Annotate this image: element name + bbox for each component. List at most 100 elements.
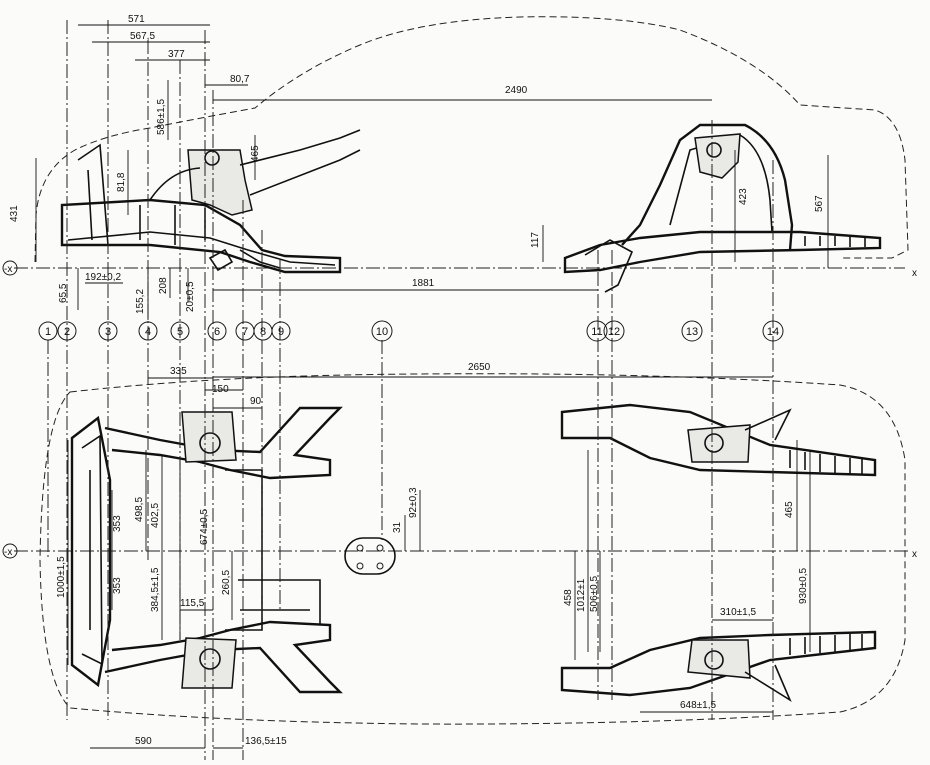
rear-tower-bolt-side xyxy=(706,142,722,158)
ref-point-3: 3 xyxy=(105,326,111,338)
ref-point-6: 6 xyxy=(214,326,220,338)
ref-point-10: 10 xyxy=(376,326,388,338)
front-bumper-inner-plan xyxy=(81,434,103,666)
dim-506: 506±0,5 xyxy=(589,575,600,612)
rear-rail-lower-ribs xyxy=(789,634,863,655)
ref-point-8: 8 xyxy=(260,326,266,338)
front-rail-inner-side xyxy=(67,231,336,266)
rear-bracket-upper xyxy=(744,408,792,441)
front-strut-tower-upper-plan xyxy=(181,411,237,463)
dim-423: 423 xyxy=(738,188,749,205)
ref-point-11: 11 xyxy=(591,326,602,338)
ref-point-13: 13 xyxy=(686,326,698,338)
dim-208: 208 xyxy=(158,277,169,294)
rear-rail-lower-plan xyxy=(560,630,877,697)
rear-bracket-lower xyxy=(744,664,792,703)
front-bumper-bracket-side xyxy=(77,143,109,246)
dim-115-5: 115,5 xyxy=(180,598,205,609)
dim-1012: 1012±1 xyxy=(576,578,587,612)
dim-155-2: 155,2 xyxy=(135,289,146,314)
axis-label-bottom-left: -x xyxy=(4,547,12,558)
rear-tower-bolt-upper xyxy=(704,433,724,453)
dim-590: 590 xyxy=(135,736,152,747)
ref-point-14: 14 xyxy=(767,326,779,338)
front-strut-tower-lower-plan xyxy=(181,637,237,689)
body-silhouette-plan xyxy=(39,373,906,725)
rear-tower-upper-plan xyxy=(687,424,751,463)
dim-567: 567 xyxy=(814,195,825,212)
dim-567-5: 567,5 xyxy=(130,31,155,42)
ref-point-4: 4 xyxy=(145,326,151,338)
front-rail-side xyxy=(60,198,342,274)
axis-label-top-left: -x xyxy=(4,264,12,275)
dim-402-5: 402,5 xyxy=(150,503,161,528)
dim-117: 117 xyxy=(530,232,541,248)
dim-498-5: 498,5 xyxy=(134,497,145,522)
axis-marker-bottom-left xyxy=(2,543,18,559)
dim-31: 31 xyxy=(392,521,403,533)
dim-674: 674±0,5 xyxy=(199,508,210,545)
dim-335: 335 xyxy=(170,366,187,377)
dim-lines-top xyxy=(35,24,829,320)
dim-465-bottom: 465 xyxy=(784,501,795,518)
dim-136-5: 136,5±15 xyxy=(245,736,287,747)
dim-92: 92±0,3 xyxy=(408,487,419,518)
rear-rail-ribs-side xyxy=(804,236,866,247)
front-crossmember-side xyxy=(139,205,206,245)
rear-tower-lower-plan xyxy=(687,639,751,679)
dim-lines-bottom xyxy=(67,376,811,749)
rear-rail-upper-ribs xyxy=(789,450,863,474)
front-shock-tower-side xyxy=(187,149,253,216)
rear-rail-upper-plan xyxy=(560,403,877,477)
side-view xyxy=(14,16,909,293)
rear-rail-side xyxy=(563,230,882,274)
axis-labels: -x x -x x xyxy=(2,260,917,560)
body-silhouette-side xyxy=(34,16,909,263)
tunnel-hole-3 xyxy=(356,562,364,570)
ref-point-1: 1 xyxy=(45,326,51,338)
dim-353-a: 353 xyxy=(112,515,123,532)
rear-wheelhouse-side xyxy=(621,123,794,251)
tunnel-hole-1 xyxy=(356,544,364,552)
axis-label-bottom-right: x xyxy=(912,549,917,560)
dim-text-top: 571 567,5 377 80,7 2490 586±1,5 465 81,8… xyxy=(9,14,825,314)
dim-310: 310±1,5 xyxy=(720,607,757,618)
dim-384-5: 384,5±1,5 xyxy=(150,567,161,612)
dim-465-top: 465 xyxy=(250,145,261,162)
dim-90: 90 xyxy=(250,396,262,407)
dim-930: 930±0,5 xyxy=(798,567,809,604)
dim-150: 150 xyxy=(212,384,229,395)
rear-kickup-side xyxy=(584,239,634,293)
tunnel-hole-2 xyxy=(376,544,384,552)
dim-65-5: 65,5 xyxy=(58,283,69,303)
front-strut-bolt-upper xyxy=(199,432,221,454)
front-apron-side xyxy=(149,129,361,201)
dim-571: 571 xyxy=(128,14,145,25)
dim-431: 431 xyxy=(9,205,20,222)
dim-text-bottom: 335 150 90 2650 498,5 402,5 674±0,5 92±0… xyxy=(56,362,809,747)
dim-586: 586±1,5 xyxy=(156,98,167,135)
front-subframe-mount-side xyxy=(208,248,281,272)
ref-point-7: 7 xyxy=(242,326,248,338)
dim-1000: 1000±1,5 xyxy=(56,556,67,598)
front-crossmember-plan xyxy=(225,469,321,631)
dim-2490: 2490 xyxy=(505,85,528,96)
dim-1881: 1881 xyxy=(412,278,435,289)
dim-192: 192±0,2 xyxy=(85,272,122,283)
center-tunnel-mount xyxy=(344,537,396,575)
dim-2650: 2650 xyxy=(468,362,491,373)
dim-260-5: 260,5 xyxy=(221,570,232,595)
dim-81-8: 81,8 xyxy=(116,172,127,192)
dim-377: 377 xyxy=(168,49,185,60)
rear-tower-bolt-lower xyxy=(704,650,724,670)
ref-point-5: 5 xyxy=(177,326,183,338)
reference-points: 1 2 3 4 5 6 7 8 9 10 11 12 13 14 xyxy=(38,320,784,342)
tunnel-hole-4 xyxy=(376,562,384,570)
axis-marker-top-left xyxy=(2,260,18,276)
dim-648: 648±1,5 xyxy=(680,700,717,711)
ref-point-2: 2 xyxy=(64,326,70,338)
dim-458: 458 xyxy=(563,589,574,606)
ref-point-9: 9 xyxy=(278,326,284,338)
dim-20: 20±0,5 xyxy=(185,281,196,312)
